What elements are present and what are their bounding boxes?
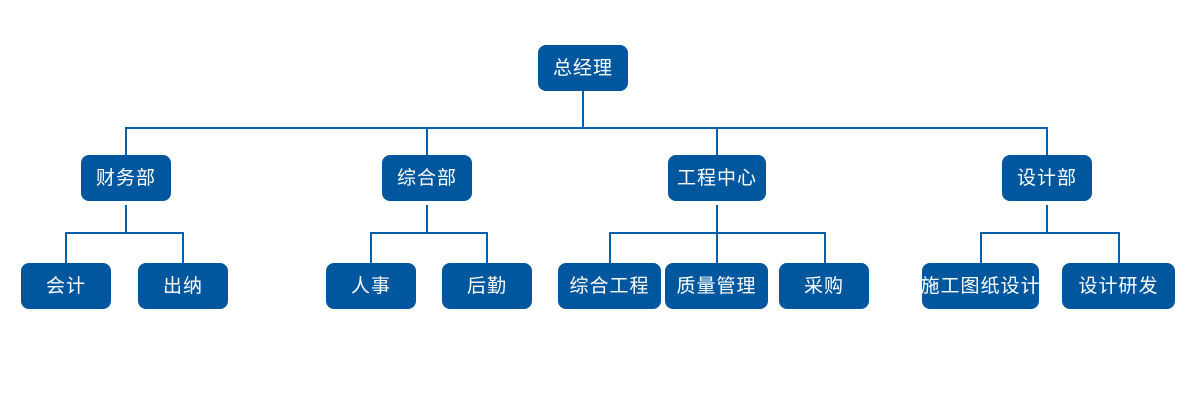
node-label: 总经理 [552,57,613,79]
node-logistics[interactable]: 后勤 [442,263,532,309]
connector-drop-general [426,127,428,159]
connector-drop-logistics [486,232,488,263]
node-construction-drawing-design[interactable]: 施工图纸设计 [921,263,1040,309]
connector-drop-design [1046,127,1048,159]
connector-finance-stem [125,205,127,233]
node-label: 财务部 [95,167,156,189]
node-label: 施工图纸设计 [920,275,1041,297]
node-quality-management[interactable]: 质量管理 [665,263,768,309]
node-label: 后勤 [466,275,507,297]
node-label: 设计部 [1016,167,1077,189]
node-label: 综合工程 [569,275,650,297]
node-human-resources[interactable]: 人事 [326,263,416,309]
node-label: 出纳 [162,275,203,297]
node-label: 综合部 [396,167,457,189]
node-design-rd[interactable]: 设计研发 [1062,263,1175,309]
connector-drop-hr [370,232,372,263]
node-label: 工程中心 [676,167,757,189]
connector-level2-bus [126,127,1048,129]
node-design-department[interactable]: 设计部 [1002,155,1092,201]
node-procurement[interactable]: 采购 [779,263,869,309]
connector-root-stem [582,91,584,128]
node-label: 设计研发 [1078,275,1159,297]
node-label: 会计 [45,275,86,297]
connector-drop-design-rd [1118,232,1120,263]
connector-design-stem [1046,205,1048,233]
connector-drop-comp-eng [609,232,611,263]
connector-drop-quality [716,232,718,263]
connector-design-bus [981,232,1119,234]
connector-engineering-stem [716,205,718,233]
node-accounting[interactable]: 会计 [21,263,111,309]
connector-drop-accounting [65,232,67,263]
node-comprehensive-engineering[interactable]: 综合工程 [558,263,661,309]
node-label: 人事 [350,275,391,297]
connector-drop-finance [125,127,127,159]
node-label: 质量管理 [676,275,757,297]
connector-drop-cashier [182,232,184,263]
connector-drop-engineering [716,127,718,159]
node-general-affairs-department[interactable]: 综合部 [382,155,472,201]
node-engineering-center[interactable]: 工程中心 [668,155,766,201]
connector-general-stem [426,205,428,233]
connector-engineering-bus [610,232,826,234]
connector-finance-bus [66,232,184,234]
connector-general-bus [371,232,488,234]
node-label: 采购 [803,275,844,297]
node-finance-department[interactable]: 财务部 [81,155,171,201]
connector-drop-procurement [824,232,826,263]
connector-drop-drawing-design [980,232,982,263]
node-cashier[interactable]: 出纳 [138,263,228,309]
node-general-manager[interactable]: 总经理 [538,45,628,91]
